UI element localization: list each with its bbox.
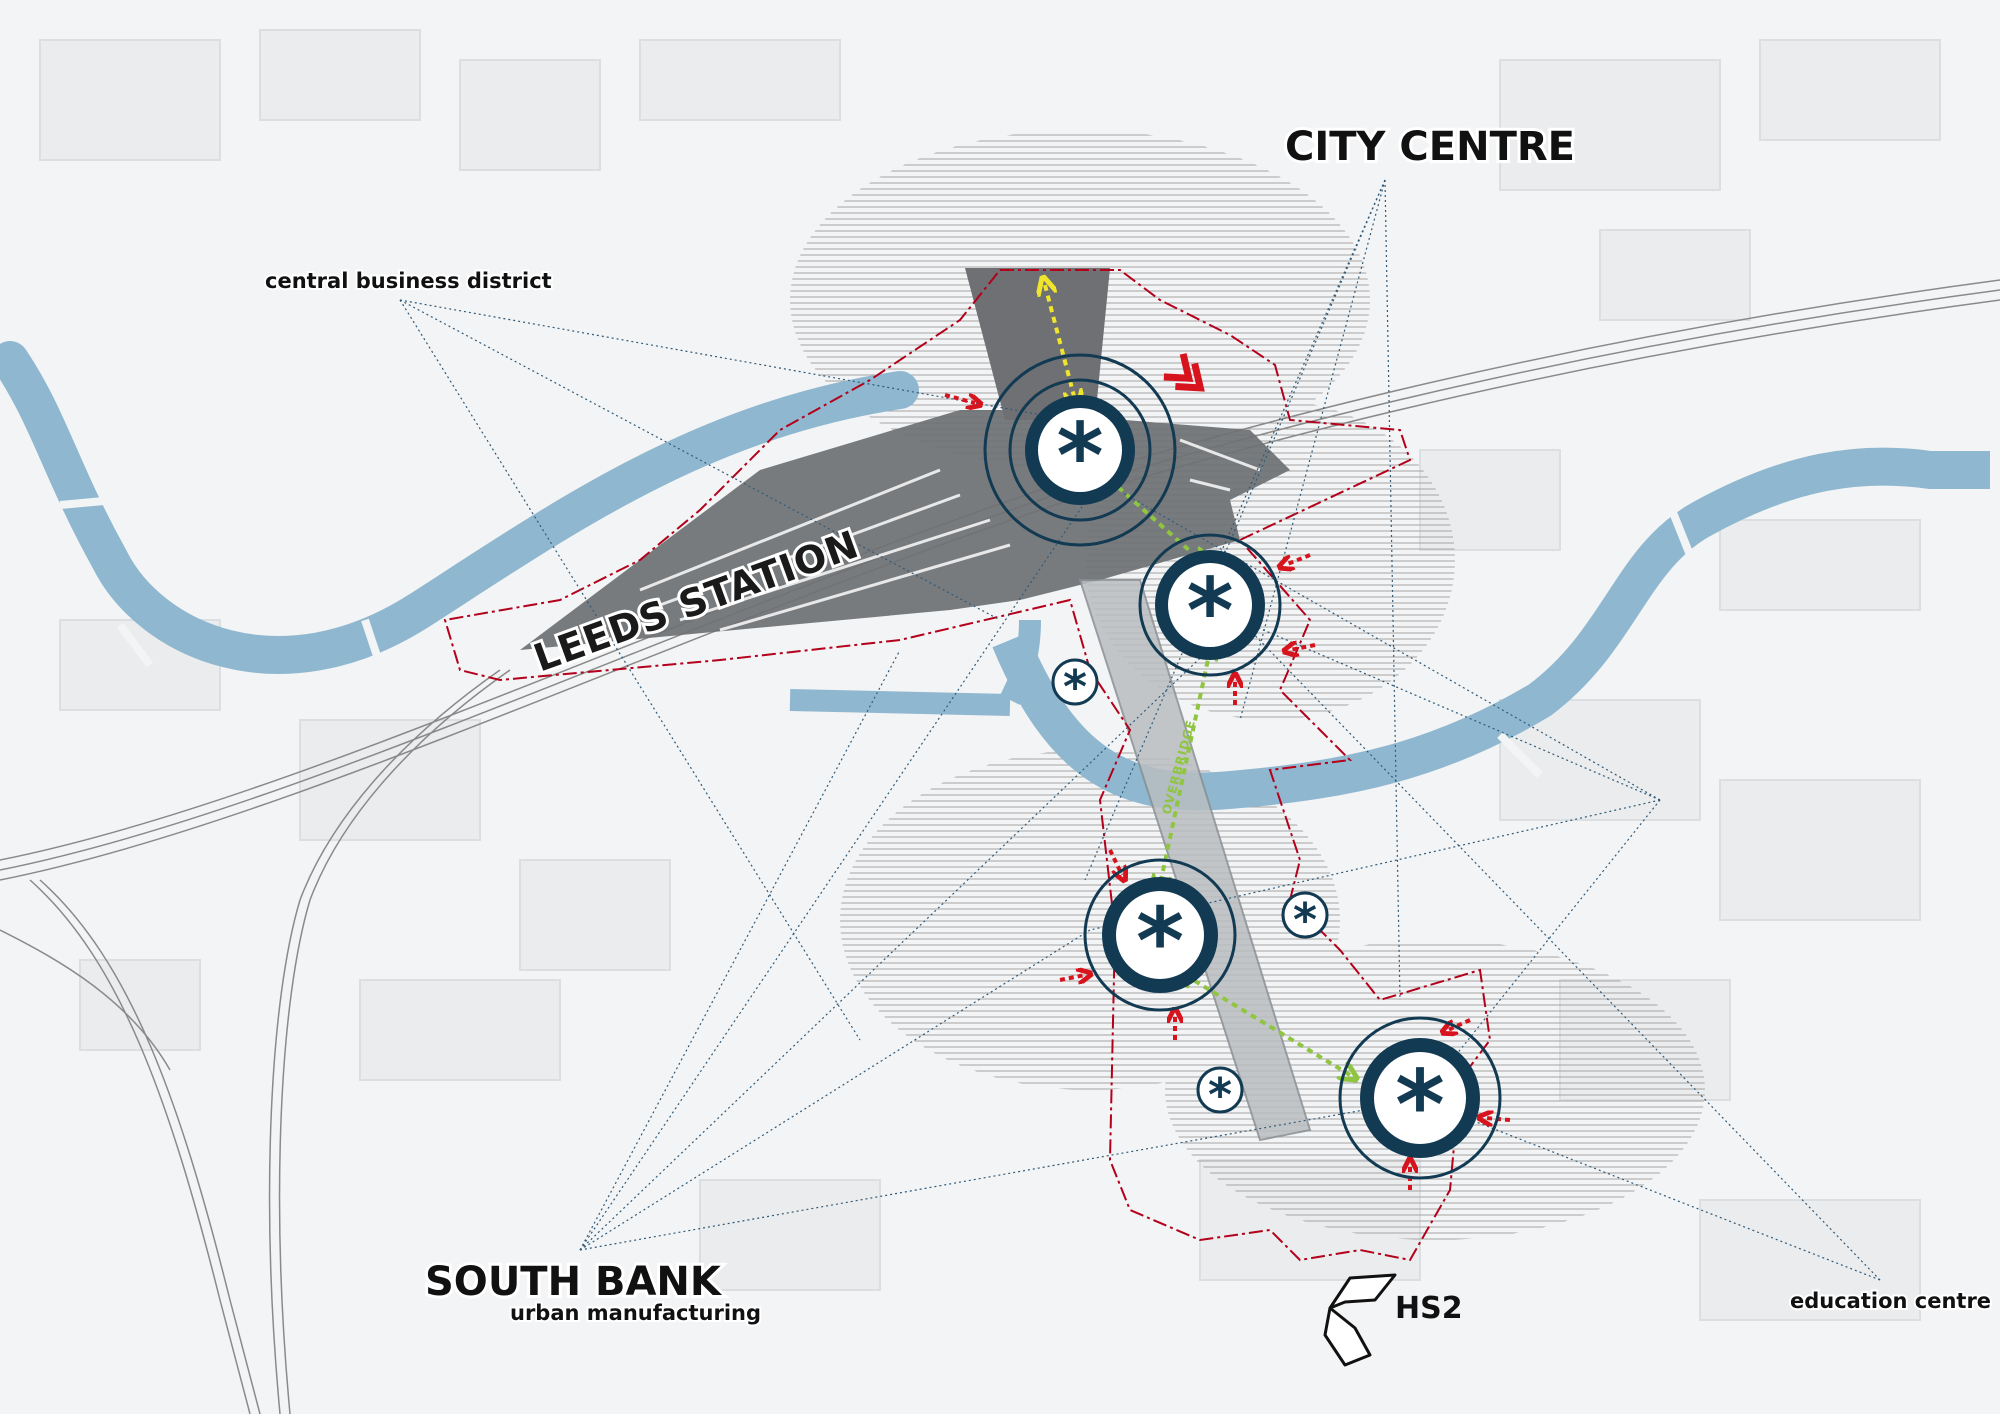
label-hs2: HS2 — [1395, 1291, 1463, 1326]
route-green — [1110, 480, 1350, 1075]
small-hub-1: * — [1051, 658, 1099, 714]
hub-education: * — [1338, 1016, 1502, 1180]
asterisk-ring-icon: * — [1136, 888, 1184, 995]
city-blocks — [39, 29, 1941, 1321]
asterisk-ring-icon: * — [1056, 404, 1103, 509]
double-chevron-icon — [1163, 353, 1205, 392]
station-platforms — [639, 438, 1261, 632]
canal — [789, 619, 1041, 716]
hs2-marker: HS2 — [1323, 1273, 1463, 1367]
asterisk-circle-icon: * — [1063, 660, 1087, 714]
asterisk-circle-icon: * — [1293, 893, 1317, 947]
asterisk-ring-icon: * — [1395, 1051, 1445, 1161]
small-hub-2: * — [1281, 891, 1329, 947]
label-central-business-district: central business district — [265, 269, 552, 293]
river-aire-east — [992, 447, 1990, 811]
label-south-bank: SOUTH BANK — [425, 1259, 723, 1305]
hub-overbridge-north: * — [1138, 533, 1282, 677]
site-boundary — [443, 269, 1492, 1262]
bridges — [59, 496, 1694, 778]
sight-lines — [399, 179, 1881, 1281]
label-urban-manufacturing: urban manufacturing — [510, 1301, 761, 1325]
access-arrows — [944, 393, 1511, 1190]
hub-south: * — [1083, 858, 1237, 1012]
asterisk-ring-icon: * — [1186, 559, 1233, 664]
asterisk-circle-icon: * — [1208, 1068, 1232, 1122]
chevron-up-icon — [1323, 1273, 1397, 1367]
label-city-centre: CITY CENTRE — [1285, 124, 1575, 170]
small-hub-3: * — [1196, 1066, 1244, 1122]
river-aire — [0, 341, 919, 674]
label-education-centre: education centre — [1790, 1289, 1991, 1313]
hub-station: * — [983, 353, 1177, 547]
